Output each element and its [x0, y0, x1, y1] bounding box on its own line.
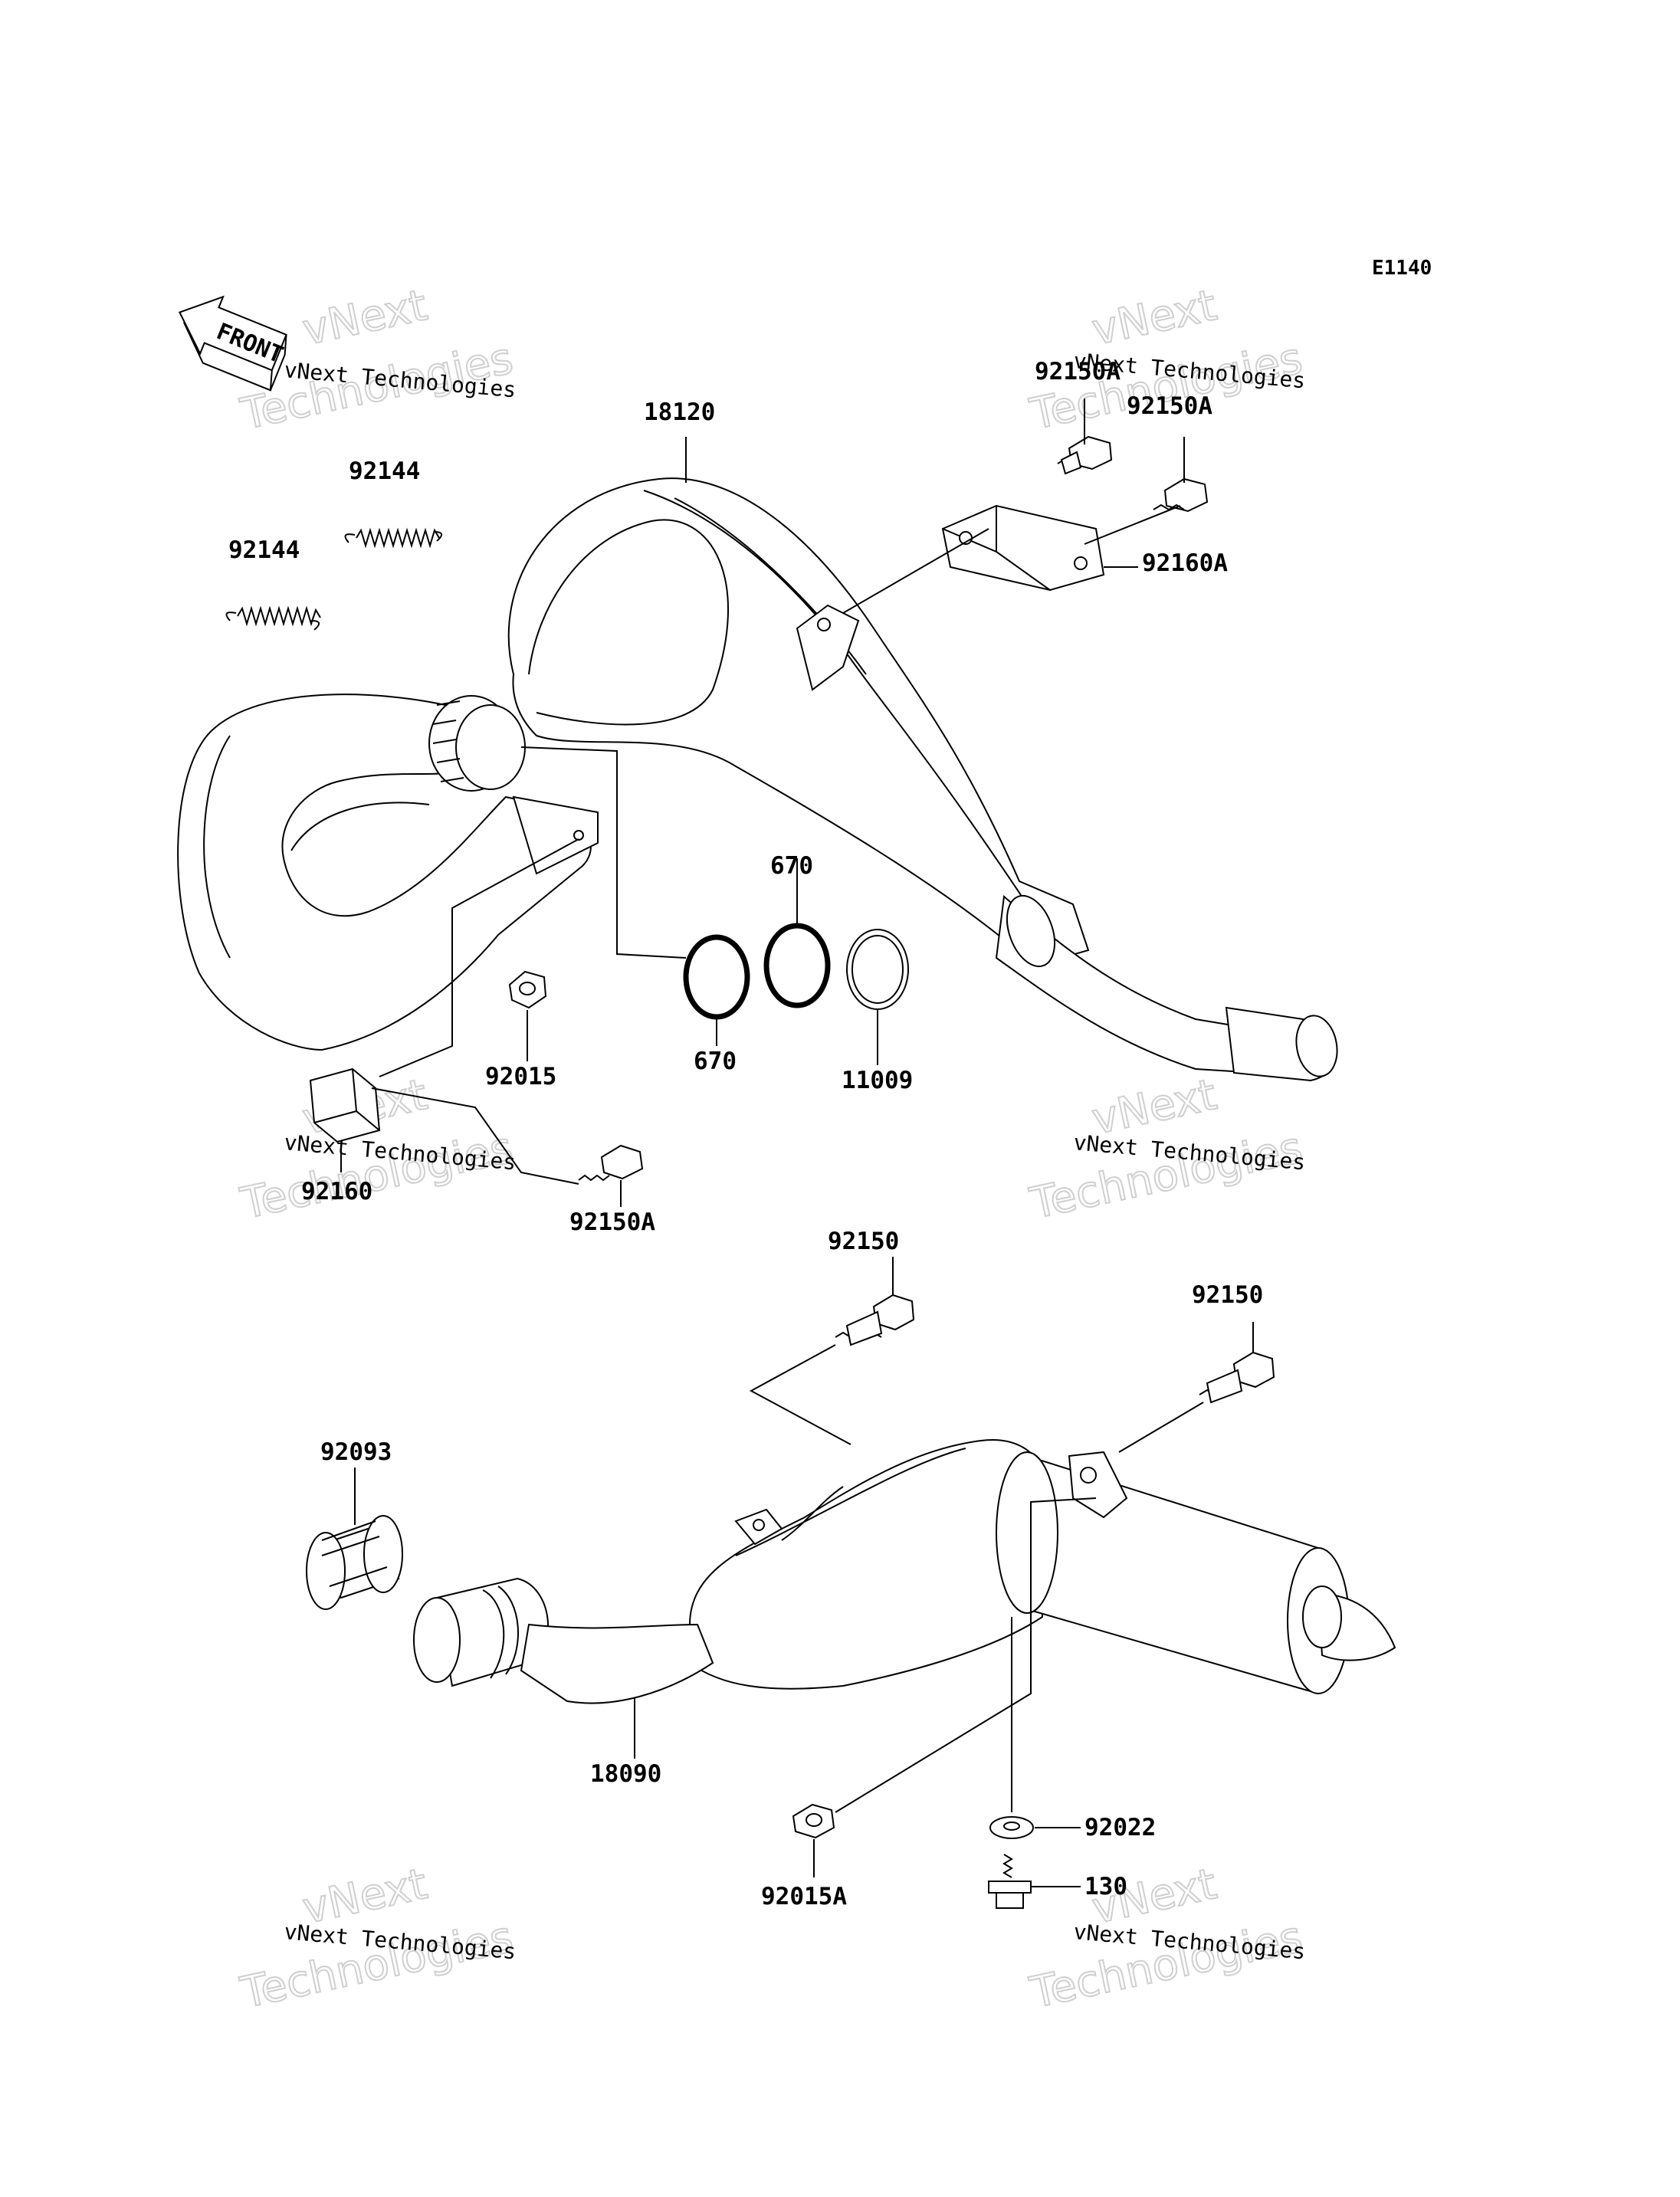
- svg-text:vNext: vNext: [1088, 280, 1221, 356]
- watermark-bottom-right: vNext Technologies vNext Technologies: [1025, 1858, 1307, 2019]
- expansion-chamber-18120: [177, 477, 1338, 1082]
- label-92150A-top-right: 92150A: [1127, 392, 1212, 420]
- label-92022: 92022: [1084, 1814, 1156, 1841]
- label-11009: 11009: [842, 1067, 913, 1094]
- label-92150-left: 92150: [828, 1228, 899, 1255]
- svg-text:vNext: vNext: [298, 280, 431, 356]
- label-18090: 18090: [590, 1760, 661, 1788]
- front-arrow-icon: FRONT: [178, 295, 287, 392]
- label-92144-upper: 92144: [349, 457, 420, 485]
- bracket-92160A: [941, 504, 1105, 592]
- label-670-upper: 670: [770, 852, 813, 880]
- label-92160: 92160: [301, 1178, 372, 1205]
- label-92160A: 92160A: [1142, 549, 1228, 577]
- label-92150A-middle: 92150A: [569, 1208, 655, 1236]
- label-92144-lower: 92144: [228, 536, 300, 564]
- bolt-92150-right: [1199, 1351, 1275, 1404]
- gasket-11009: [846, 929, 909, 1010]
- label-92150A-top-left: 92150A: [1035, 358, 1121, 385]
- watermark-mid-right: vNext Technologies vNext Technologies: [1025, 1069, 1307, 1230]
- washer-92022: [989, 1816, 1034, 1839]
- leader-lines-upper: [340, 398, 1185, 1207]
- label-18120: 18120: [644, 398, 715, 426]
- label-670-lower: 670: [694, 1048, 737, 1075]
- label-92150-right: 92150: [1192, 1281, 1263, 1309]
- bolt-92150A-top-left: [1057, 435, 1113, 475]
- label-92015: 92015: [485, 1063, 556, 1090]
- leader-lines-lower: [354, 1257, 1254, 1887]
- muffler-18090: [413, 1439, 1396, 1704]
- o-ring-670-right: [763, 923, 831, 1008]
- label-92093: 92093: [320, 1438, 392, 1466]
- nut-92015A: [792, 1803, 835, 1839]
- spring-92144-upper: [344, 527, 442, 549]
- o-ring-670-left: [683, 934, 750, 1020]
- bolt-92150-left: [835, 1294, 915, 1346]
- nut-92015: [508, 970, 547, 1009]
- collar-92093: [306, 1515, 403, 1610]
- bolt-130: [988, 1854, 1032, 1909]
- label-130: 130: [1084, 1873, 1127, 1900]
- damper-92160: [309, 1067, 381, 1143]
- bolt-92150A-middle: [578, 1144, 644, 1182]
- diagram-code: E1140: [1372, 257, 1432, 280]
- watermark-bottom-left: vNext Technologies vNext Technologies: [235, 1858, 517, 2019]
- spring-92144-lower: [225, 605, 321, 631]
- label-92015A: 92015A: [761, 1883, 847, 1910]
